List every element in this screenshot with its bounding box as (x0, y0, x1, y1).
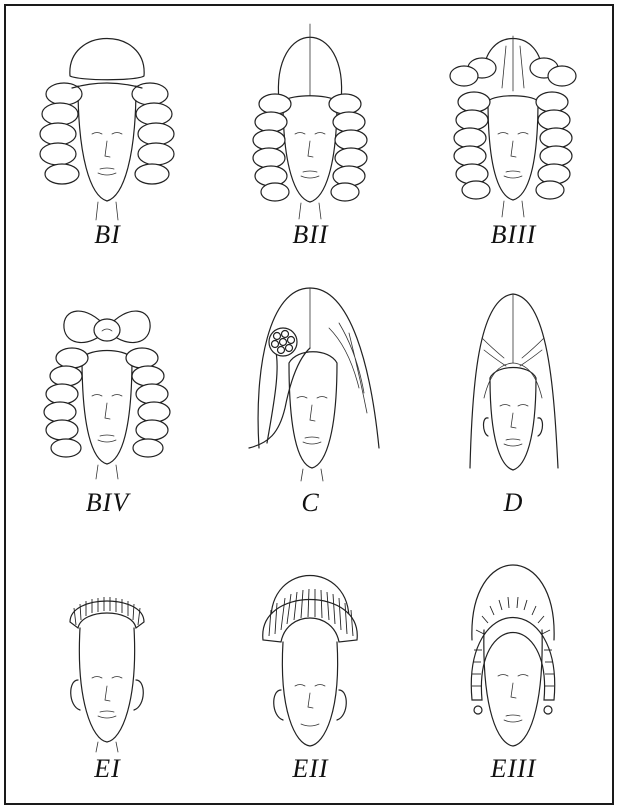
style-label: D (412, 488, 615, 518)
figure-frame: BI BII (4, 4, 614, 805)
style-label: BI (6, 220, 209, 250)
style-label: EIII (412, 754, 615, 784)
style-label: BII (209, 220, 412, 250)
hairstyle-eii-drawing (209, 530, 412, 792)
style-label: BIII (412, 220, 615, 250)
style-label: C (209, 488, 412, 518)
style-cell-d: D (412, 268, 615, 530)
style-cell-ei: EI (6, 530, 209, 792)
style-cell-biii: BIII (412, 6, 615, 268)
style-cell-bii: BII (209, 6, 412, 268)
hairstyle-eiii-drawing (412, 530, 615, 792)
style-label: EI (6, 754, 209, 784)
hairstyle-ei-drawing (6, 530, 209, 792)
style-cell-eiii: EIII (412, 530, 615, 792)
style-cell-c: C (209, 268, 412, 530)
jewel-ornament-icon (269, 328, 297, 356)
style-cell-biv: BIV (6, 268, 209, 530)
style-cell-bi: BI (6, 6, 209, 268)
style-cell-eii: EII (209, 530, 412, 792)
style-label: BIV (6, 488, 209, 518)
style-label: EII (209, 754, 412, 784)
